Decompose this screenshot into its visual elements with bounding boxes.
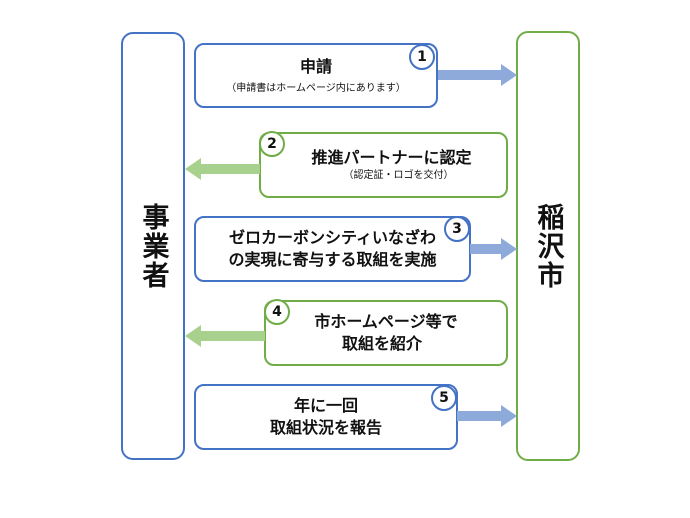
step-2-note: （認定証・ロゴを交付） — [343, 170, 454, 181]
step-2-number: 2 — [267, 136, 277, 152]
business-operator-label: 事業者 — [137, 202, 169, 290]
step-5-number-badge: 5 — [431, 385, 457, 411]
step-1-box: 申請 （申請書はホームページ内にあります） — [194, 43, 438, 108]
step-5-line-2: 取組状況を報告 — [269, 418, 382, 437]
step-3-number-badge: 3 — [444, 216, 470, 242]
step-5-box: 年に一回 取組状況を報告 — [194, 384, 458, 450]
step-2-box: 推進パートナーに認定 （認定証・ロゴを交付） — [259, 132, 508, 198]
step-3-line-1: ゼロカーボンシティいなざわ — [228, 228, 437, 247]
step-3-box: ゼロカーボンシティいなざわ の実現に寄与する取組を実施 — [194, 216, 471, 282]
step-5-line-1: 年に一回 — [293, 396, 358, 415]
step-4-line-2: 取組を紹介 — [341, 334, 422, 353]
arrow-left-step-4 — [185, 325, 265, 347]
step-1-number: 1 — [417, 49, 427, 65]
step-4-line-1: 市ホームページ等で — [314, 312, 458, 331]
inazawa-city-column: 稲沢市 — [516, 31, 580, 461]
step-3-line-2: の実現に寄与する取組を実施 — [228, 250, 437, 269]
step-4-number-badge: 4 — [264, 299, 290, 325]
inazawa-city-label: 稲沢市 — [532, 202, 564, 290]
step-4-box: 市ホームページ等で 取組を紹介 — [264, 300, 508, 366]
business-operator-column: 事業者 — [121, 32, 185, 460]
step-4-number: 4 — [272, 304, 282, 320]
arrow-right-step-1 — [438, 64, 517, 86]
arrow-right-step-3 — [470, 238, 517, 260]
step-1-title: 申請 — [299, 56, 332, 76]
step-1-note: （申請書はホームページ内にあります） — [226, 82, 406, 94]
step-2-number-badge: 2 — [259, 131, 285, 157]
arrow-left-step-2 — [185, 158, 260, 180]
step-2-title: 推進パートナーに認定 — [311, 148, 472, 167]
arrow-right-step-5 — [457, 405, 517, 427]
step-1-number-badge: 1 — [409, 44, 435, 70]
step-5-number: 5 — [439, 390, 449, 406]
step-3-number: 3 — [452, 221, 462, 237]
